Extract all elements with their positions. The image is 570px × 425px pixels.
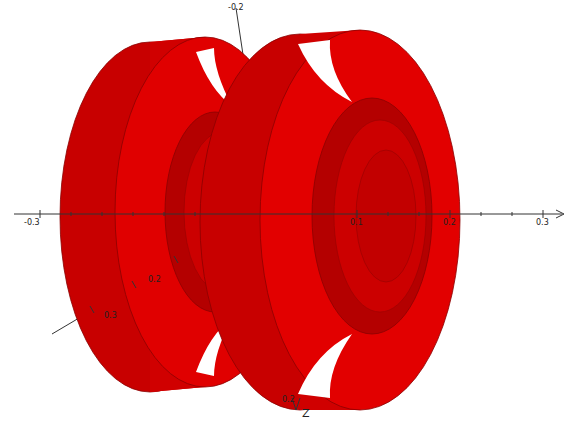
tick-label: 0.2	[282, 396, 295, 404]
axis-name: Z	[302, 408, 310, 419]
coil-window	[298, 40, 352, 102]
coil-window	[298, 334, 352, 398]
tick-label: -0.3	[24, 219, 40, 227]
tick-label: 0.2	[148, 276, 161, 284]
tick-label: 0.3	[536, 219, 549, 227]
tick-label: 0.2	[443, 219, 456, 227]
tick-label: 0.1	[350, 219, 363, 227]
tick-label: 0.3	[104, 312, 117, 320]
tick-label: -0.2	[228, 4, 244, 12]
x-axis	[14, 210, 564, 410]
right-coil	[200, 30, 460, 410]
